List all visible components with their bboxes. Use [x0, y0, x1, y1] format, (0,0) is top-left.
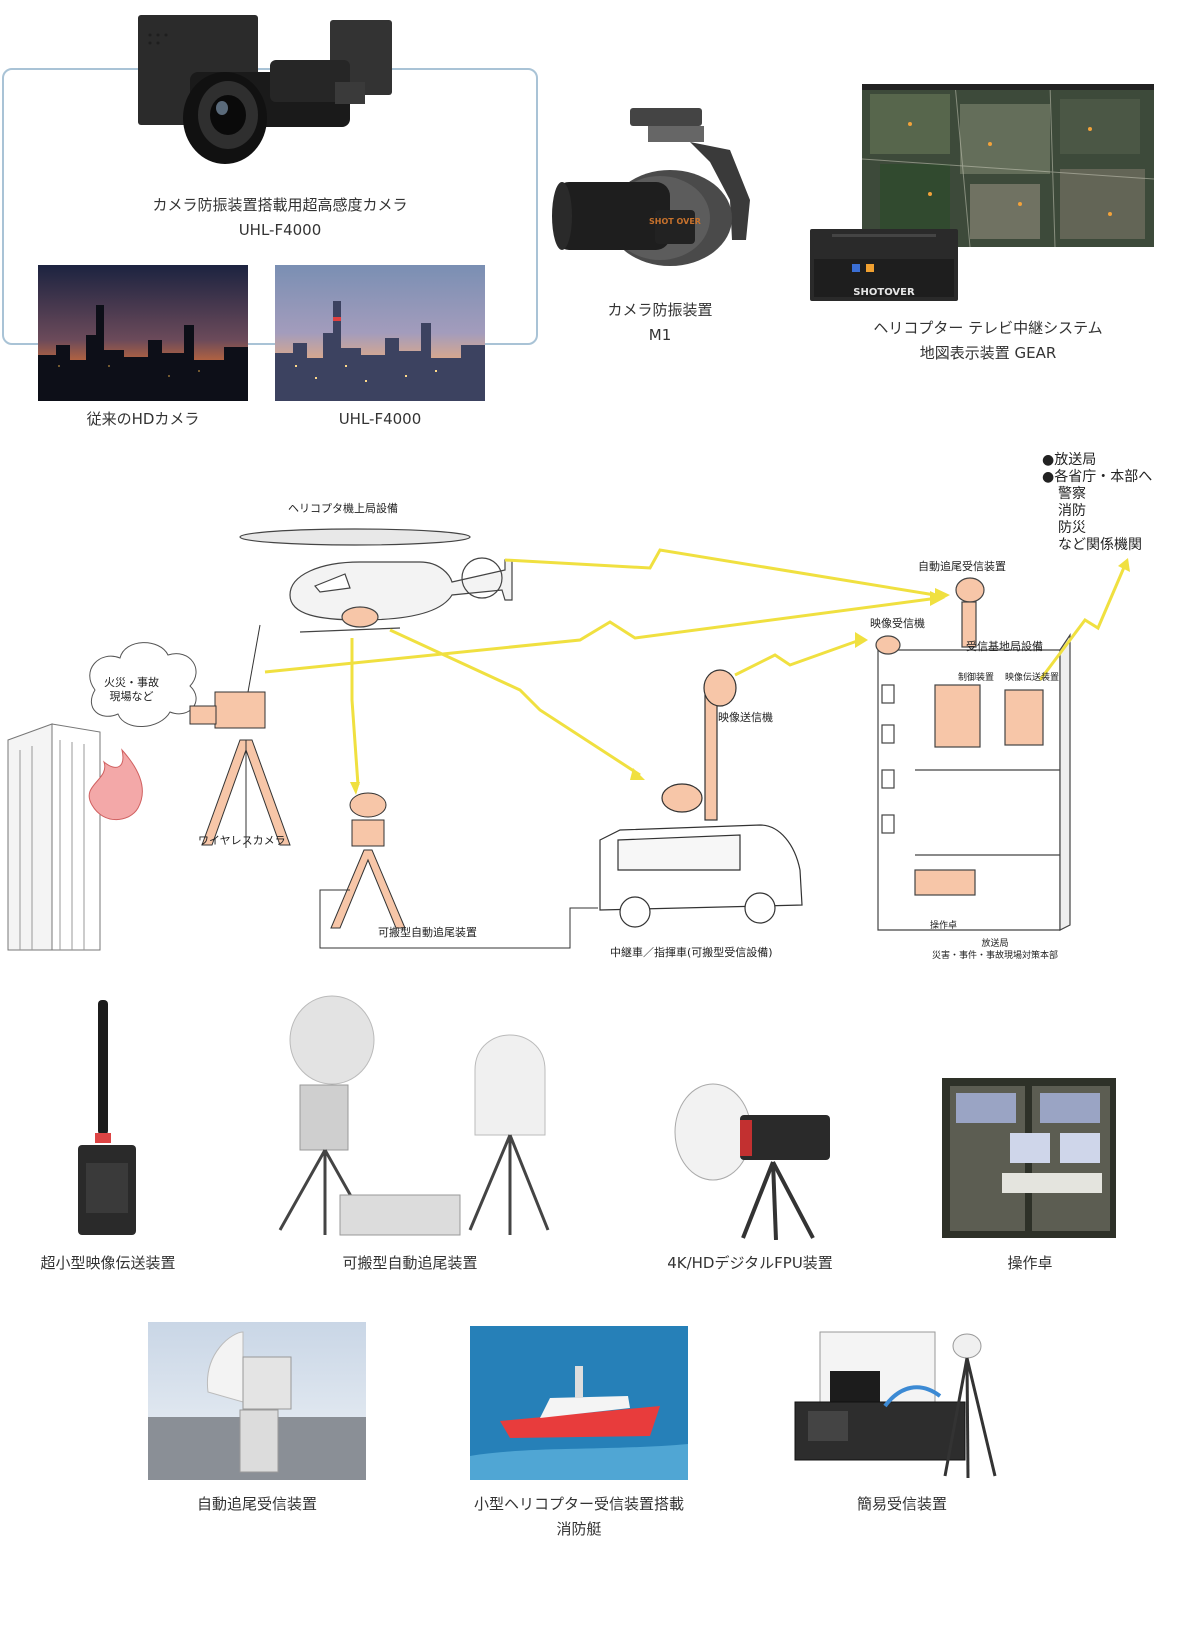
smoke-cloud-icon: [89, 642, 197, 727]
product-console: 操作卓: [1007, 1254, 1053, 1272]
video-rx-label: 映像受信機: [870, 617, 925, 630]
gear-badge: SHOTOVER: [853, 287, 915, 298]
ultra-small-transmitter-image: [78, 1000, 136, 1235]
product-fireboat: 小型ヘリコプター受信装置搭載 消防艇: [473, 1495, 684, 1538]
fpu-device-image: [674, 1083, 830, 1240]
product-ultra-small-transmitter: 超小型映像伝送装置: [40, 1254, 176, 1272]
control-unit-label: 制御装置: [958, 673, 995, 683]
portable-tracker-label: 可搬型自動追尾装置: [378, 926, 477, 939]
product-fpu: 4K/HDデジタルFPU装置: [667, 1254, 833, 1272]
destination-list: 放送局 各省庁・本部へ 警察 消防 防災 など関係機関: [1042, 452, 1152, 554]
fire-label: 火災・事故 現場など: [104, 676, 159, 703]
product-auto-tracker-receiver: 自動追尾受信装置: [196, 1495, 317, 1513]
gear-caption: ヘリコプター テレビ中継システム 地図表示装置 GEAR: [873, 319, 1103, 362]
product-portable-tracker: 可搬型自動追尾装置: [342, 1254, 478, 1272]
wireless-camera-icon: [189, 624, 291, 848]
m1-caption: カメラ防振装置 M1: [607, 301, 713, 344]
gear-map-display-image: SHOTOVER: [810, 84, 1155, 301]
cable-line: [319, 889, 598, 949]
uhl-f4000-photo: [275, 265, 485, 401]
helicopter-icon: [239, 528, 513, 633]
console-label: 操作卓: [930, 921, 958, 931]
relay-vehicle-label: 中継車／指揮車(可搬型受信設備): [610, 946, 773, 959]
base-station-label: 受信基地局設備: [966, 640, 1043, 653]
portable-tracker-product-image: [278, 995, 550, 1236]
product-simple-receiver: 簡易受信装置: [856, 1495, 947, 1513]
burning-building: [7, 723, 101, 951]
m1-badge: SHOT OVER: [649, 217, 701, 226]
dest-fire-dept: 消防: [1058, 503, 1086, 519]
uhl-camera-image: [138, 15, 392, 164]
dest-broadcast: 放送局: [1042, 452, 1152, 469]
heli-label: ヘリコプタ機上局設備: [288, 502, 398, 515]
hq-label: 放送局 災害・事件・事故現場対策本部: [931, 939, 1058, 961]
fire-icon: [88, 748, 143, 821]
wireless-camera-label: ワイヤレスカメラ: [198, 834, 286, 847]
uhl-f4000-compare-caption: UHL-F4000: [338, 410, 422, 428]
portable-tracker-icon: [330, 792, 406, 929]
relay-vehicle-icon: [599, 669, 803, 928]
broadcast-system-diagram: [7, 528, 1130, 951]
simple-receiver-image: [794, 1331, 997, 1479]
console-product-image: [942, 1078, 1116, 1238]
dest-police: 警察: [1058, 486, 1086, 502]
video-transfer-label: 映像伝送装置: [1005, 673, 1060, 683]
fireboat-image: [470, 1326, 688, 1480]
dest-ministries: 各省庁・本部へ: [1042, 469, 1152, 486]
radio-links: [264, 548, 1127, 786]
uhl-caption: カメラ防振装置搭載用超高感度カメラ UHL-F4000: [152, 196, 408, 239]
radio-arrowheads: [350, 558, 1130, 795]
m1-gimbal-image: SHOT OVER: [552, 108, 750, 266]
auto-tracker-receiver-image: [148, 1322, 366, 1480]
auto-tracker-rx-label: 自動追尾受信装置: [918, 560, 1006, 573]
conventional-hd-photo: [38, 265, 248, 401]
video-tx-label: 映像送信機: [718, 711, 773, 724]
dest-etc: など関係機関: [1058, 537, 1142, 553]
base-station-building-icon: [875, 577, 1071, 931]
dest-disaster-prevention: 防災: [1058, 520, 1086, 536]
conventional-hd-caption: 従来のHDカメラ: [86, 410, 200, 428]
